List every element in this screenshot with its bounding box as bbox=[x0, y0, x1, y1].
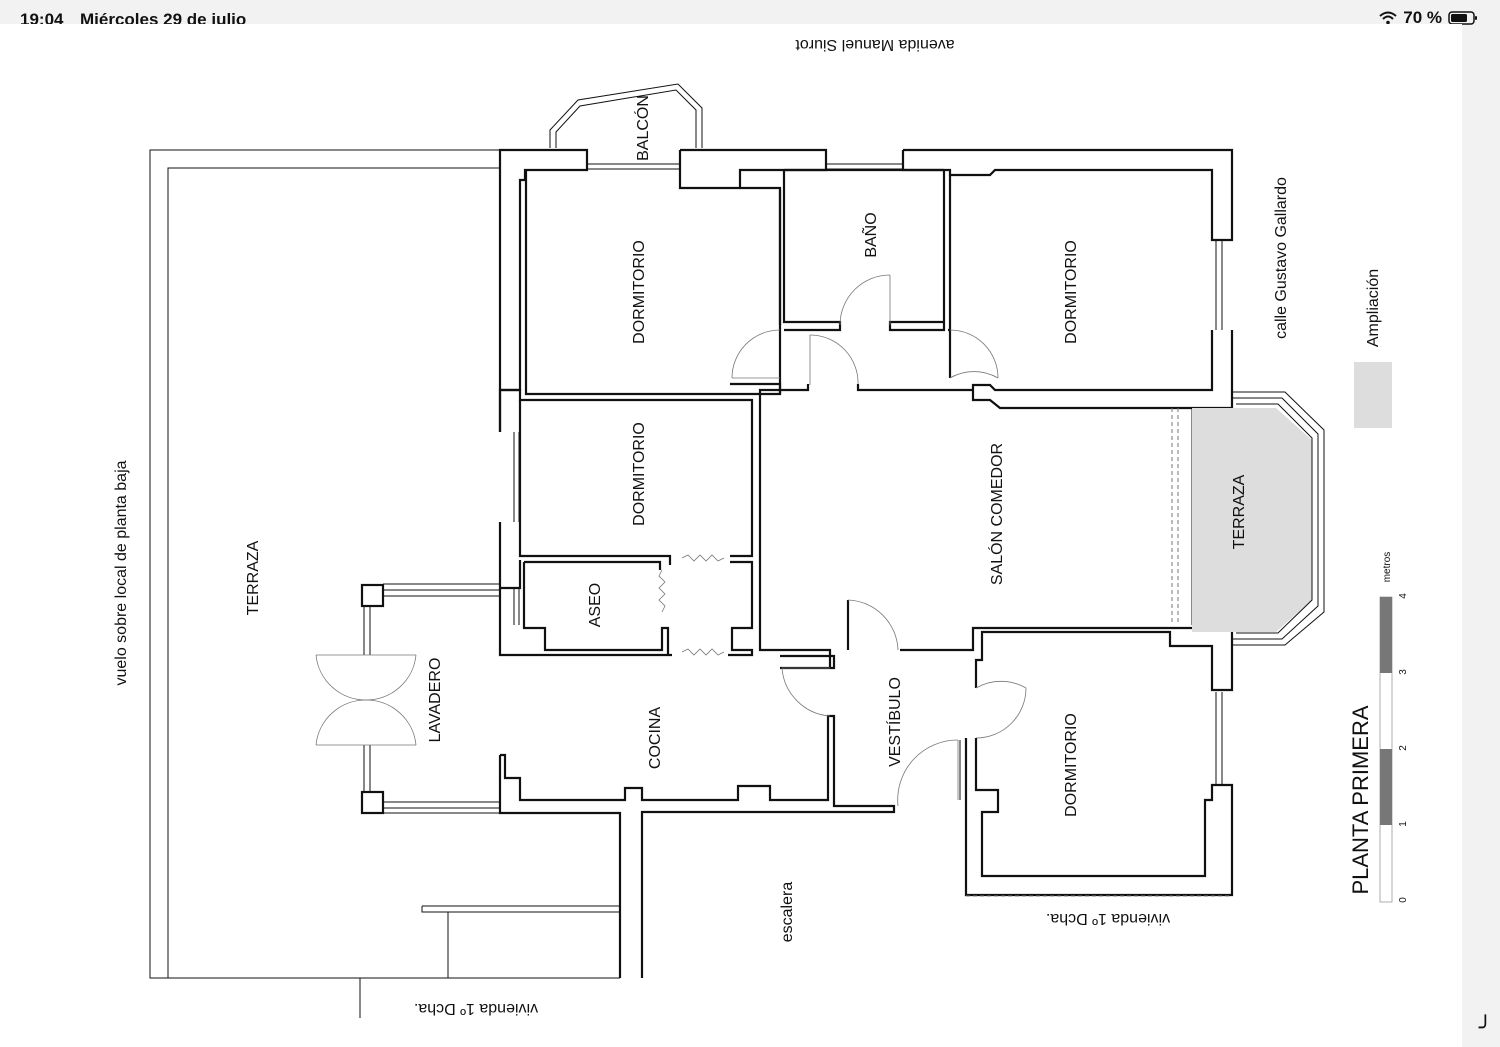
vivienda-bottom-right: vivienda 1º Dcha. bbox=[1046, 910, 1170, 927]
floor-plan: avenida Manuel Siurot BALCÓN TERRAZA vue… bbox=[113, 36, 1409, 1018]
legend-label: Ampliación bbox=[1365, 269, 1382, 347]
room-terraza-west: TERRAZA bbox=[245, 540, 262, 615]
status-right: 70 % bbox=[1379, 8, 1478, 28]
room-aseo: ASEO bbox=[587, 583, 604, 627]
room-bano: BAÑO bbox=[860, 212, 880, 257]
escalera-label: escalera bbox=[779, 882, 796, 943]
street-right-label: calle Gustavo Gallardo bbox=[1273, 177, 1290, 339]
scale-tick-2: 2 bbox=[1398, 745, 1409, 751]
room-dormitorio-3: DORMITORIO bbox=[631, 422, 648, 526]
scale-tick-4: 4 bbox=[1398, 593, 1409, 599]
room-cocina: COCINA bbox=[647, 707, 664, 770]
page-curl-icon: ╯ bbox=[1478, 1015, 1492, 1040]
room-balcon: BALCÓN bbox=[633, 95, 652, 161]
plan-sheet: avenida Manuel Siurot BALCÓN TERRAZA vue… bbox=[0, 24, 1462, 1047]
scale-tick-0: 0 bbox=[1398, 897, 1409, 903]
room-lavadero: LAVADERO bbox=[427, 658, 444, 743]
scale-bar: metros 0 1 2 3 4 bbox=[1379, 552, 1409, 903]
scale-tick-3: 3 bbox=[1398, 669, 1409, 675]
vuelo-label: vuelo sobre local de planta baja bbox=[113, 460, 130, 685]
street-top-label: avenida Manuel Siurot bbox=[795, 36, 955, 53]
terraza-ampliacion bbox=[1192, 408, 1312, 632]
room-terraza-east: TERRAZA bbox=[1231, 474, 1248, 549]
room-vestibulo: VESTÍBULO bbox=[885, 677, 904, 767]
battery-percent: 70 % bbox=[1403, 8, 1442, 27]
scale-unit: metros bbox=[1382, 552, 1393, 583]
scale-tick-1: 1 bbox=[1398, 821, 1409, 827]
wifi-icon bbox=[1379, 11, 1397, 25]
room-dormitorio-2: DORMITORIO bbox=[1063, 240, 1080, 344]
plan-title: PLANTA PRIMERA bbox=[1348, 705, 1373, 894]
room-dormitorio-1: DORMITORIO bbox=[631, 240, 648, 344]
legend-swatch bbox=[1354, 362, 1392, 428]
room-dormitorio-4: DORMITORIO bbox=[1063, 713, 1080, 817]
room-salon: SALÓN COMEDOR bbox=[987, 443, 1006, 585]
vivienda-bottom-left: vivienda 1º Dcha. bbox=[414, 1000, 538, 1017]
